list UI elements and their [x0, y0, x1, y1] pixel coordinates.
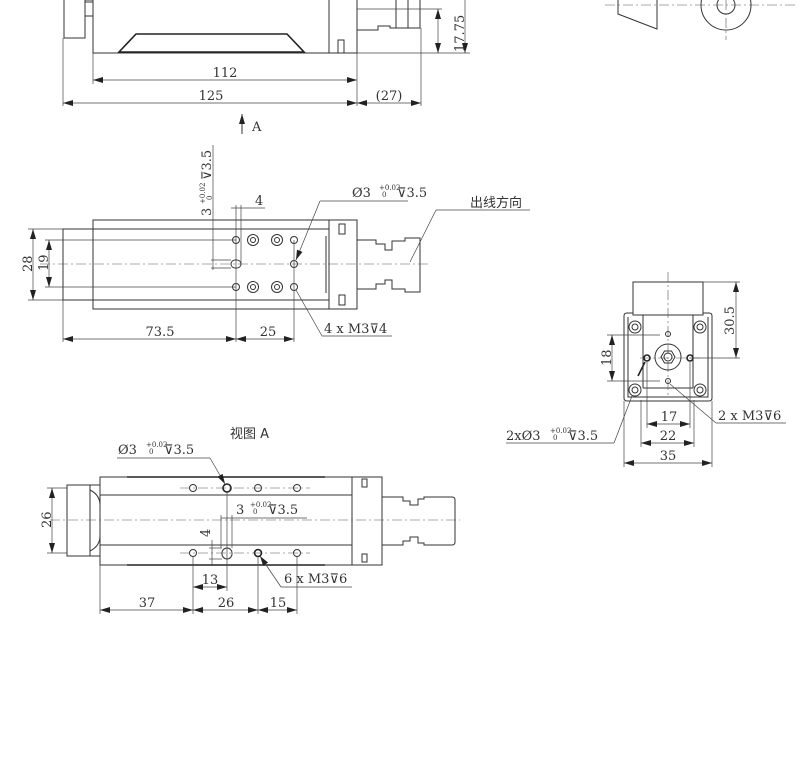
pin-hole-note: Ø3 +0.02 0 ⊽3.5 — [295, 184, 427, 261]
plan-view: 28 19 73.5 25 4 3 +0.02 0 ⊽3.5 Ø3 +0.02 … — [21, 145, 530, 342]
thread-note: 4 x M3⊽4 — [295, 289, 392, 337]
view-a-slot-tol-lower: 0 — [253, 508, 257, 516]
end-pin-hole-note: 2xØ3 +0.02 0 ⊽3.5 — [506, 361, 646, 444]
view-a-pin-hole-tol-lower: 0 — [149, 448, 153, 456]
view-a-thread-note-text: 6 x M3⊽6 — [284, 572, 347, 587]
top-view: 17.75 112 125 (27) A — [62, 0, 795, 135]
end-pin-hole-tol-upper: +0.02 — [550, 427, 571, 435]
end-pin-hole-depth: ⊽3.5 — [568, 429, 598, 444]
dim-18: 18 — [600, 349, 615, 366]
view-a-pin-hole-base: Ø3 — [118, 443, 137, 458]
view-a: 视图 A 26 13 37 26 15 — [40, 427, 460, 614]
view-a-title: 视图 A — [230, 427, 269, 442]
dim-22: 22 — [660, 429, 677, 444]
dim-37: 37 — [139, 596, 156, 611]
slot-note-depth: ⊽3.5 — [200, 150, 215, 180]
dim-26-height: 26 — [40, 511, 55, 528]
motor-block — [328, 219, 358, 310]
cable-connector — [382, 496, 456, 546]
end-view: 30.5 18 17 22 35 2 x M3⊽6 2xØ3 +0.02 0 ⊽… — [506, 272, 786, 467]
slot-note-tol-upper: +0.02 — [199, 183, 207, 204]
cable-direction-label: 出线方向 — [470, 195, 522, 211]
connector — [356, 0, 421, 31]
view-a-slot-depth: ⊽3.5 — [268, 503, 298, 518]
dim-35: 35 — [660, 449, 677, 464]
view-a-slot-base: 3 — [236, 503, 244, 518]
left-endcap — [63, 0, 86, 39]
dim-73-5: 73.5 — [146, 325, 175, 340]
motor-block — [328, 0, 358, 54]
end-thread-note: 2 x M3⊽6 — [669, 383, 786, 424]
slot-note: 3 +0.02 0 ⊽3.5 — [199, 150, 215, 216]
dim-125: 125 — [199, 89, 224, 104]
mounting-holes — [189, 483, 301, 560]
view-a-slot-note: 3 +0.02 0 ⊽3.5 — [221, 501, 307, 519]
dim-19: 19 — [37, 254, 52, 271]
motor-block — [351, 476, 383, 566]
cable-connector — [357, 237, 421, 293]
dim-17: 17 — [661, 410, 678, 425]
dim-25: 25 — [260, 325, 277, 340]
dim-13: 13 — [202, 573, 219, 588]
dim-28: 28 — [21, 255, 36, 272]
body — [99, 476, 353, 566]
dim-112: 112 — [213, 66, 238, 81]
pin-hole-note-depth: ⊽3.5 — [397, 186, 427, 201]
view-arrow-label: A — [251, 120, 262, 135]
pin-hole-note-tol-lower: 0 — [382, 191, 386, 199]
cable-direction-note: 出线方向 — [409, 195, 530, 263]
pin-hole-note-base: Ø3 — [352, 186, 371, 201]
dim-30-5: 30.5 — [723, 306, 738, 335]
shaft-boss — [654, 343, 682, 371]
carriage-profile — [117, 33, 306, 53]
end-pin-hole-tol-lower: 0 — [553, 434, 557, 442]
dim-17-75: 17.75 — [453, 15, 468, 52]
view-a-pin-hole-note: Ø3 +0.02 0 ⊽3.5 — [117, 441, 226, 485]
thread-note-text: 4 x M3⊽4 — [324, 322, 387, 337]
dim-15: 15 — [270, 596, 287, 611]
dim-26: 26 — [218, 596, 235, 611]
dim-4: 4 — [255, 194, 263, 209]
slot-note-base: 3 — [200, 208, 215, 216]
view-a-slot-tol-upper: +0.02 — [250, 501, 271, 509]
view-a-thread-note: 6 x M3⊽6 — [259, 555, 352, 588]
end-thread-note-text: 2 x M3⊽6 — [718, 409, 781, 424]
view-a-pin-hole-tol-upper: +0.02 — [146, 441, 167, 449]
pin-hole-note-tol-upper: +0.02 — [379, 184, 400, 192]
end-pin-hole-base: 2xØ3 — [506, 429, 541, 444]
dim-4: 4 — [199, 529, 214, 537]
end-cap — [66, 484, 100, 557]
view-a-pin-hole-depth: ⊽3.5 — [164, 443, 194, 458]
dim-27-reference: (27) — [376, 89, 403, 104]
slot-note-tol-lower: 0 — [206, 196, 214, 200]
